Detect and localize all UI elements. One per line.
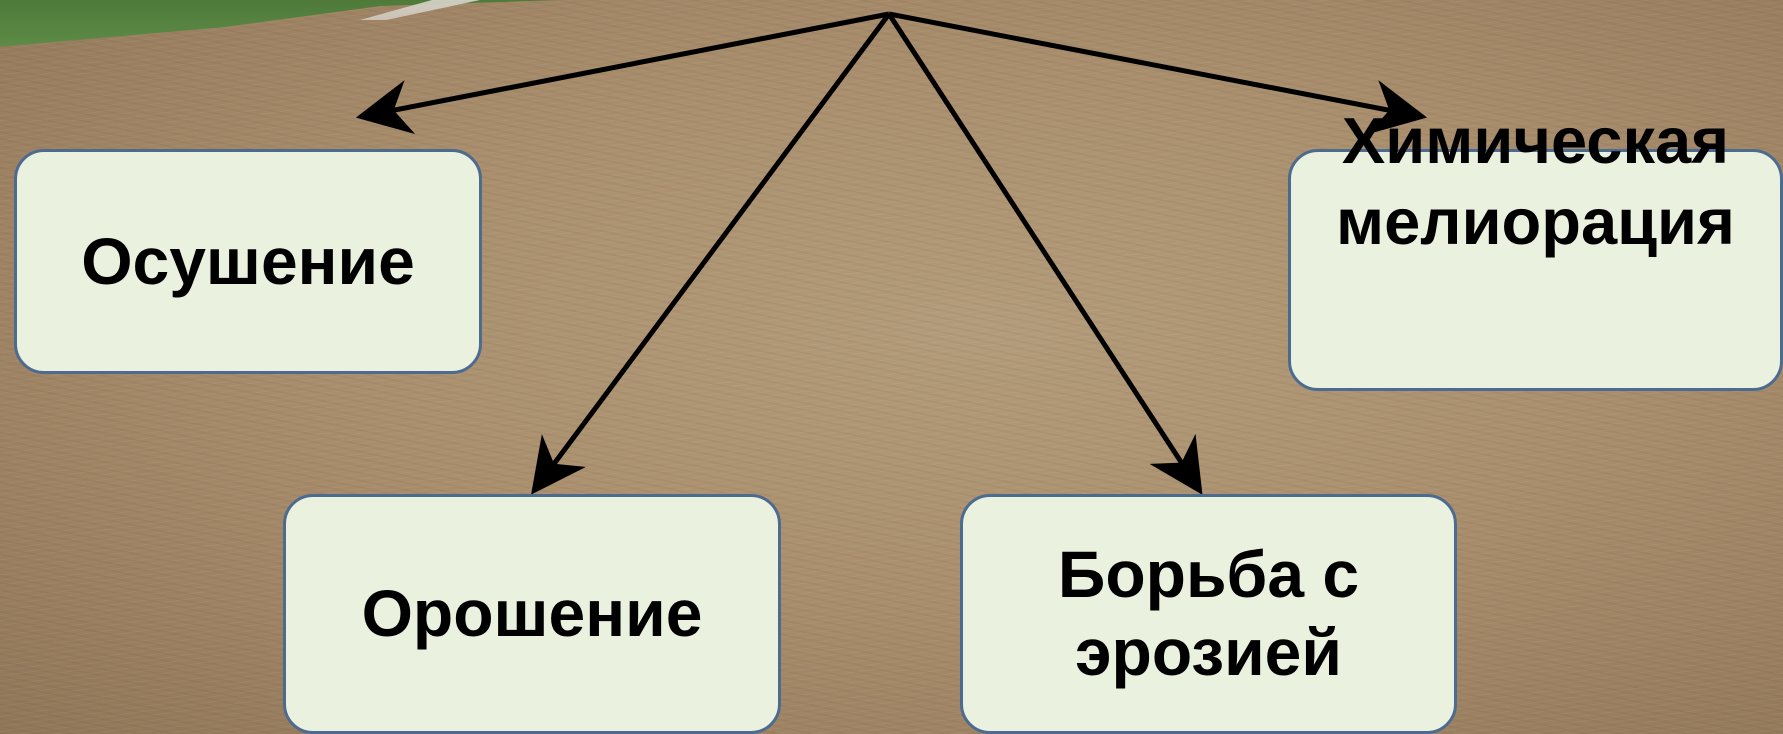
arrow-to-chemical bbox=[888, 11, 1428, 135]
arrow-to-irrigation bbox=[531, 12, 892, 495]
node-drainage: Осушение bbox=[14, 149, 482, 374]
node-chemical-label: Химическая мелиорация bbox=[1336, 104, 1735, 259]
arrow-to-erosion bbox=[886, 12, 1203, 495]
node-erosion-label: Борьба с эрозией bbox=[1057, 537, 1360, 689]
node-irrigation-label: Орошение bbox=[361, 576, 703, 651]
arrow-to-drainage bbox=[355, 11, 890, 135]
node-drainage-label: Осушение bbox=[81, 223, 415, 298]
node-chemical-melioration: Химическая мелиорация bbox=[1288, 104, 1783, 391]
node-erosion-control: Борьба с эрозией bbox=[960, 494, 1457, 734]
node-irrigation: Орошение bbox=[283, 494, 781, 734]
